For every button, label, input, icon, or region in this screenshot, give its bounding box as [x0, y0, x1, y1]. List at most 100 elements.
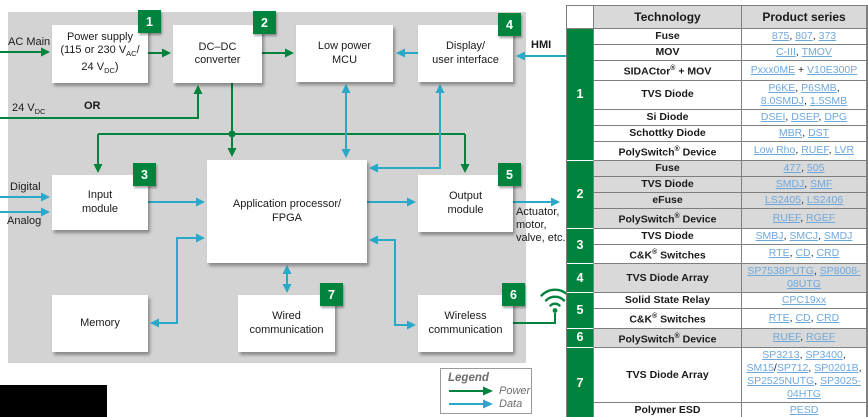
group-number-cell: 5 — [567, 293, 594, 329]
separator: , — [800, 331, 807, 344]
text-segment: module — [447, 203, 484, 216]
product-link[interactable]: CD — [795, 247, 811, 260]
product-link[interactable]: LS2406 — [806, 194, 844, 206]
product-link[interactable]: LVR — [834, 144, 855, 157]
product-link[interactable]: SMCJ — [789, 229, 818, 242]
product-link[interactable]: RUEF — [801, 144, 829, 157]
product-link[interactable]: SP3400 — [805, 349, 843, 361]
separator: , — [789, 30, 796, 42]
separator: , — [795, 144, 802, 157]
product-link[interactable]: 477 — [783, 162, 802, 174]
separator: , — [789, 247, 796, 260]
digital-label: Digital — [10, 181, 41, 193]
product-link[interactable]: 875 — [771, 30, 790, 42]
product-link[interactable]: P6SMB — [801, 81, 837, 94]
text-line: communication — [429, 324, 503, 338]
product-link[interactable]: Low Rho — [753, 144, 796, 157]
product-link[interactable]: 807 — [795, 30, 813, 42]
product-link[interactable]: SMDJ — [823, 229, 853, 242]
product-link[interactable]: DSEI — [760, 110, 786, 123]
separator: , — [836, 81, 840, 94]
separator: , — [801, 194, 807, 206]
product-link[interactable]: C-III — [776, 46, 796, 58]
text-line: Display/ — [446, 40, 485, 54]
technology-cell: TVS Diode Array — [594, 348, 742, 403]
product-link[interactable]: V10E300P — [807, 63, 858, 76]
product-link[interactable]: SP7538PUTG — [747, 265, 814, 277]
product-link[interactable]: SM15 — [746, 362, 774, 374]
product-link[interactable]: 1.5SMB — [809, 94, 848, 107]
product-link[interactable]: SMBJ — [755, 229, 784, 242]
text-line: motor, — [516, 219, 566, 232]
technology-cell: TVS Diode — [594, 177, 742, 193]
product-link[interactable]: RTE — [768, 311, 790, 324]
technology-cell: PolySwitch® Device — [594, 141, 742, 161]
product-link[interactable]: RUEF — [772, 211, 801, 224]
group-number-cell: 3 — [567, 228, 594, 264]
product-link[interactable]: RTE — [768, 247, 790, 260]
product-series-cell: DSEI, DSEP, DPG — [742, 109, 867, 126]
product-link[interactable]: RGEF — [806, 211, 836, 224]
technology-cell: MOV — [594, 45, 742, 61]
product-link[interactable]: SMF — [810, 178, 833, 190]
24vdc-label: 24 VDC — [12, 102, 45, 118]
product-link[interactable]: LS2405 — [764, 194, 802, 206]
product-link[interactable]: 8.0SMDJ — [760, 94, 804, 107]
product-link[interactable]: 505 — [806, 162, 825, 174]
product-link[interactable]: SP8008-08UTG — [787, 265, 861, 290]
product-link[interactable]: TMOV — [801, 46, 832, 58]
product-link[interactable]: SP712 — [776, 362, 809, 374]
product-link[interactable]: Pxxx0ME — [750, 63, 796, 76]
text-segment: Low power — [317, 40, 372, 52]
product-link[interactable]: P6KE — [768, 81, 796, 94]
product-link[interactable]: SP3025-04HTG — [787, 375, 861, 400]
technology-cell: PolySwitch® Device — [594, 328, 742, 348]
product-link[interactable]: SP3213 — [762, 349, 800, 361]
product-series-cell: MBR, DST — [742, 125, 867, 142]
product-link[interactable]: CRD — [816, 311, 840, 324]
product-link[interactable]: 373 — [818, 30, 837, 42]
text-line: module — [447, 204, 483, 218]
group-number-cell: 2 — [567, 161, 594, 229]
product-series-header: Product series — [742, 6, 867, 29]
separator: , — [789, 311, 796, 324]
product-link[interactable]: RGEF — [806, 331, 836, 344]
product-link[interactable]: CPC19xx — [781, 294, 827, 306]
text-segment: AC — [126, 49, 137, 59]
product-link[interactable]: DPG — [824, 110, 848, 123]
product-link[interactable]: DSEP — [791, 110, 819, 123]
blank-header-cell — [567, 6, 594, 29]
text-segment: Wireless — [444, 310, 487, 322]
text-segment: FPGA — [272, 211, 302, 224]
product-link[interactable]: CD — [795, 311, 811, 324]
text-segment: 24 V — [12, 102, 35, 114]
text-line: Memory — [80, 317, 120, 331]
text-segment: Input — [87, 189, 113, 201]
text-line: Power supply — [67, 31, 133, 45]
product-link[interactable]: MBR — [778, 126, 803, 139]
product-link[interactable]: SP2525NUTG — [747, 375, 815, 387]
product-link[interactable]: DST — [808, 126, 830, 139]
product-link[interactable]: RUEF — [772, 331, 801, 344]
text-line: valve, etc. — [516, 232, 566, 245]
technology-cell: SIDACtor® + MOV — [594, 61, 742, 81]
product-series-cell: 477, 505 — [742, 161, 867, 177]
product-link[interactable]: PESD — [789, 404, 819, 416]
legend-title: Legend — [448, 372, 489, 384]
technology-cell: PolySwitch® Device — [594, 209, 742, 229]
text-line: module — [82, 203, 118, 217]
separator: , — [783, 229, 790, 242]
product-link[interactable]: CRD — [816, 247, 840, 260]
product-link[interactable]: SMDJ — [775, 178, 805, 190]
table-header-row: Technology Product series — [567, 6, 867, 29]
product-link[interactable]: SP0201B — [814, 362, 859, 374]
badge-7: 7 — [320, 283, 343, 306]
